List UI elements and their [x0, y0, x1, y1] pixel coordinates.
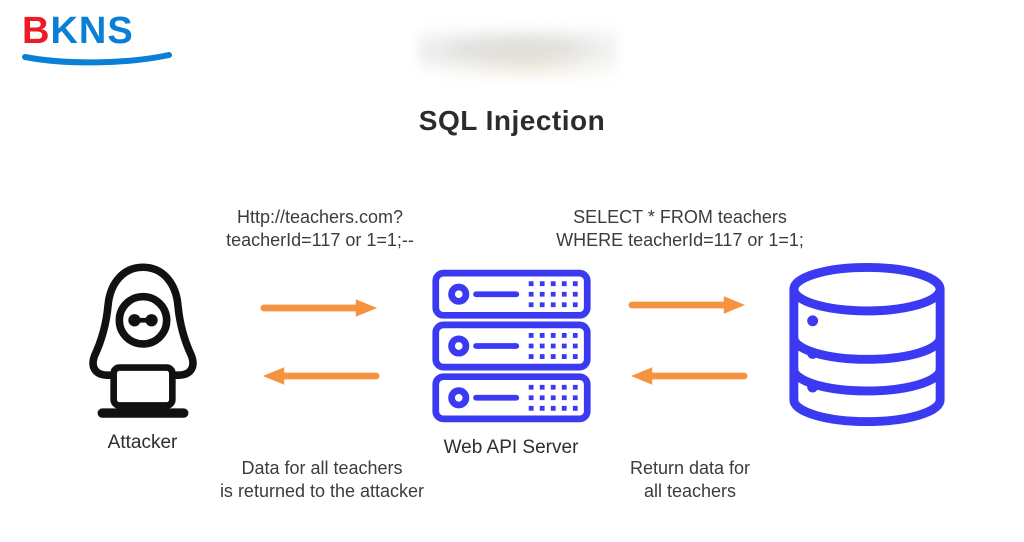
sql-query-line1: SELECT * FROM teachers: [573, 207, 787, 227]
bkns-logo-text: BKNS: [22, 12, 192, 50]
attacker-label: Attacker: [107, 432, 178, 453]
attacker-icon: [89, 263, 197, 418]
request-url-line2: teacherId=117 or 1=1;--: [226, 230, 414, 250]
response-database-line1: Return data for: [629, 458, 751, 478]
database-icon: [789, 262, 945, 427]
logo-swoosh: [22, 52, 172, 66]
server-label: Web API Server: [443, 437, 579, 458]
logo-letters-kns: KNS: [50, 10, 134, 52]
arrow-server-to-database: [628, 296, 746, 314]
response-attacker-line2: is returned to the attacker: [219, 481, 425, 501]
sql-query-line2: WHERE teacherId=117 or 1=1;: [556, 230, 804, 250]
web-api-server-icon: [432, 269, 591, 423]
response-attacker-line1: Data for all teachers: [241, 458, 403, 478]
sql-query-text: SELECT * FROM teachers WHERE teacherId=1…: [515, 206, 845, 252]
response-database-text: Return data for all teachers: [540, 457, 840, 503]
request-url-line1: Http://teachers.com?: [236, 207, 404, 227]
logo-letter-b: B: [22, 10, 51, 52]
request-url-text: Http://teachers.com? teacherId=117 or 1=…: [155, 206, 485, 252]
response-attacker-text: Data for all teachers is returned to the…: [152, 457, 492, 503]
arrow-database-to-server: [630, 367, 748, 385]
arrow-server-to-attacker: [262, 367, 380, 385]
arrow-attacker-to-server: [260, 299, 378, 317]
response-database-line2: all teachers: [643, 481, 737, 501]
watermark-blur: [418, 26, 618, 78]
page-title: SQL Injection: [418, 105, 606, 136]
bkns-logo: BKNS: [22, 12, 192, 66]
